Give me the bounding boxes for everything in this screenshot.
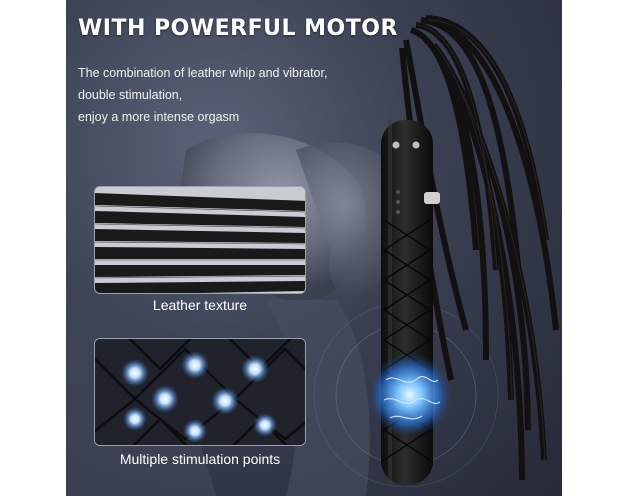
- description-line: double stimulation,: [78, 88, 183, 102]
- description-line: enjoy a more intense orgasm: [78, 110, 240, 124]
- leather-strips-icon: [95, 187, 305, 293]
- leather-texture-closeup: [94, 186, 306, 294]
- stimulation-points-closeup: [94, 338, 306, 446]
- textured-handle-icon: [95, 339, 305, 445]
- description: The combination of leather whip and vibr…: [78, 62, 327, 128]
- product-banner: WITH POWERFUL MOTOR The combination of l…: [66, 0, 562, 496]
- headline: WITH POWERFUL MOTOR: [78, 16, 398, 41]
- leather-texture-caption: Leather texture: [152, 297, 248, 313]
- description-line: The combination of leather whip and vibr…: [78, 66, 328, 80]
- stimulation-points-caption: Multiple stimulation points: [119, 451, 281, 467]
